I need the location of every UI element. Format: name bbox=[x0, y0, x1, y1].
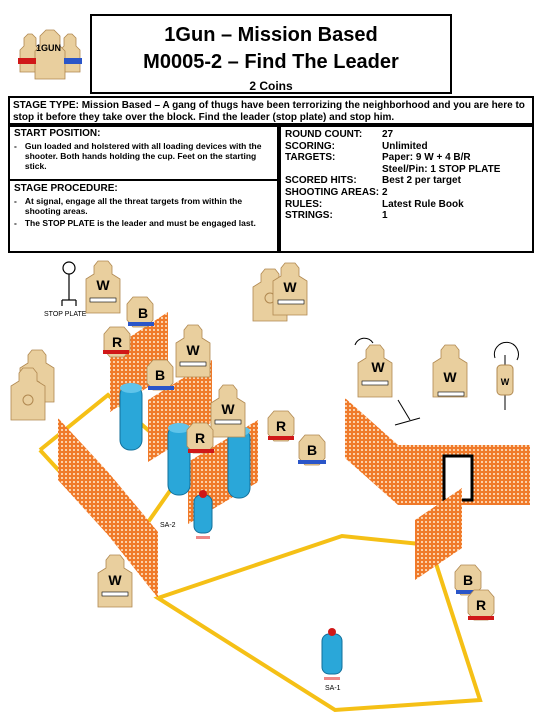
svg-text:B: B bbox=[155, 367, 165, 383]
procedure-heading: STAGE PROCEDURE: bbox=[14, 183, 118, 194]
target-w: W bbox=[272, 262, 308, 316]
coins-label: 2 Coins bbox=[249, 79, 293, 93]
svg-text:R: R bbox=[112, 334, 122, 350]
wall bbox=[345, 398, 398, 505]
target-b: B bbox=[298, 434, 326, 466]
stat-row: ROUND COUNT:27 bbox=[285, 129, 394, 140]
svg-text:R: R bbox=[476, 597, 486, 613]
target-w: W bbox=[357, 344, 393, 398]
stat-row: SHOOTING AREAS:2 bbox=[285, 186, 388, 198]
list-item: -At signal, engage all the threat target… bbox=[14, 196, 243, 216]
stat-row: TARGETS:Paper: 9 W + 4 B/R bbox=[285, 152, 471, 164]
target-r: R bbox=[467, 589, 495, 621]
wall bbox=[415, 488, 462, 580]
svg-text:B: B bbox=[138, 305, 148, 321]
stat-row: Steel/Pin: 1 STOP PLATE bbox=[382, 163, 501, 175]
svg-text:R: R bbox=[195, 430, 205, 446]
target-w: W bbox=[85, 260, 121, 314]
svg-text:W: W bbox=[283, 279, 297, 295]
logo-text: 1GUN bbox=[36, 43, 62, 53]
svg-text:W: W bbox=[371, 359, 385, 375]
list-item: -Gun loaded and holstered with all loadi… bbox=[14, 141, 262, 171]
target-r: R bbox=[103, 326, 131, 358]
svg-text:W: W bbox=[186, 342, 200, 358]
page-title: 1Gun – Mission Based bbox=[164, 24, 378, 46]
wall bbox=[58, 418, 108, 535]
wall bbox=[148, 360, 212, 462]
svg-text:W: W bbox=[501, 377, 510, 387]
svg-text:R: R bbox=[276, 418, 286, 434]
stat-row: RULES:Latest Rule Book bbox=[285, 198, 464, 210]
shooting-area-1-outline bbox=[153, 533, 483, 713]
svg-text:W: W bbox=[108, 572, 122, 588]
stage-diagram: STOP PLATE W W W W W W W W B B B B R R R… bbox=[10, 260, 530, 713]
target-b: B bbox=[146, 359, 174, 391]
target-r: R bbox=[186, 422, 214, 454]
svg-text:W: W bbox=[443, 369, 457, 385]
wall bbox=[108, 472, 158, 598]
sa2-label: SA-2 bbox=[160, 522, 176, 529]
mover-stand bbox=[354, 337, 421, 426]
sa1-label: SA-1 bbox=[325, 685, 341, 692]
start-barrel-sa1 bbox=[321, 628, 343, 680]
stop-plate bbox=[61, 261, 77, 306]
stop-plate-label: STOP PLATE bbox=[44, 311, 87, 318]
start-procedure-box: START POSITION: -Gun loaded and holstere… bbox=[8, 125, 279, 253]
procedure-list: -At signal, engage all the threat target… bbox=[14, 196, 273, 228]
title-box: 1Gun – Mission Based M0005-2 – Find The … bbox=[90, 14, 452, 94]
target-w: W bbox=[432, 344, 468, 398]
logo: 1GUN bbox=[16, 26, 86, 86]
barrel bbox=[167, 423, 191, 496]
start-position-heading: START POSITION: bbox=[14, 128, 101, 139]
stage-subtitle: M0005-2 – Find The Leader bbox=[143, 51, 399, 73]
svg-text:B: B bbox=[307, 442, 317, 458]
stat-row: SCORED HITS:Best 2 per target bbox=[285, 175, 461, 187]
svg-text:W: W bbox=[96, 277, 110, 293]
svg-text:W: W bbox=[221, 401, 235, 417]
start-barrel-sa2 bbox=[193, 490, 213, 539]
stat-row: SCORING:Unlimited bbox=[285, 140, 428, 152]
divider bbox=[10, 179, 277, 181]
swinger-target: W bbox=[493, 341, 519, 410]
svg-text:B: B bbox=[463, 572, 473, 588]
target-b: B bbox=[454, 564, 482, 596]
target-w: W bbox=[97, 554, 133, 608]
target-b: B bbox=[126, 296, 154, 328]
stage-stats: ROUND COUNT:27 SCORING:Unlimited TARGETS… bbox=[279, 125, 534, 253]
target-r: R bbox=[267, 410, 295, 442]
bystander-target bbox=[10, 367, 46, 421]
target-w: W bbox=[175, 324, 211, 378]
start-position-list: -Gun loaded and holstered with all loadi… bbox=[14, 141, 273, 171]
target-w: W bbox=[210, 384, 246, 438]
stage-type: STAGE TYPE: Mission Based – A gang of th… bbox=[8, 96, 534, 125]
stat-row: STRINGS:1 bbox=[285, 210, 388, 222]
list-item: -The STOP PLATE is the leader and must b… bbox=[14, 218, 256, 228]
barrel bbox=[119, 383, 143, 451]
